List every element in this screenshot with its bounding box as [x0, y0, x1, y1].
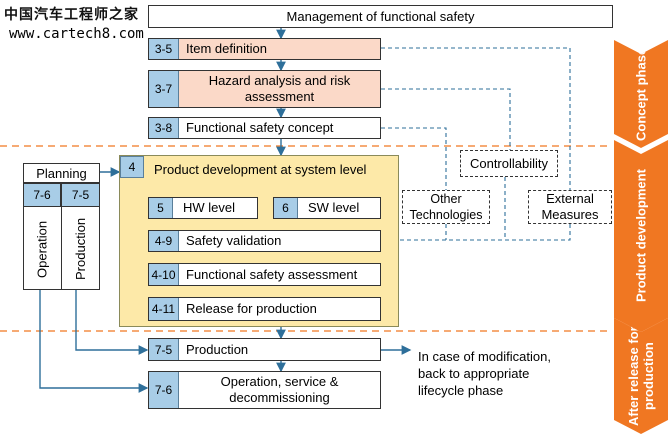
planning-production-label: Production	[73, 217, 88, 281]
clause-number: 5	[149, 198, 173, 218]
phase-product-label: Product development	[633, 169, 649, 303]
phase-concept-label: Concept phase	[633, 47, 649, 141]
box-label: Production	[186, 341, 249, 357]
planning-label: Planning	[36, 165, 87, 181]
controllability-box: Controllability	[460, 150, 558, 177]
planning-operation-label: Operation	[34, 220, 50, 278]
watermark-url: www.cartech8.com	[9, 26, 144, 42]
clause-number: 4-11	[149, 298, 179, 320]
hw-level-box: 5 HW level	[148, 197, 258, 219]
management-title: Management of functional safety	[286, 9, 475, 24]
watermark-logo: 中国汽车工程师之家	[4, 6, 139, 22]
box-label: Hazard analysis and risk assessment	[208, 73, 351, 104]
operation-box: 7-6 Operation, service & decommissioning	[148, 371, 381, 409]
box-label: Product development at system level	[154, 162, 367, 177]
clause-number: 4-9	[149, 231, 179, 251]
hazard-analysis-box: 3-7 Hazard analysis and risk assessment	[148, 70, 381, 108]
clause-number: 3-7	[149, 71, 179, 107]
phase-after-release: After release for production	[614, 318, 668, 434]
clause-number: 3-8	[149, 118, 179, 138]
phase-product-development: Product development	[614, 140, 668, 332]
box-label: Operation, service & decommissioning	[220, 374, 339, 405]
planning-col-divider	[61, 207, 62, 290]
other-technologies-box: Other Technologies	[402, 190, 490, 224]
box-label: HW level	[183, 200, 236, 215]
management-header: Management of functional safety	[148, 5, 613, 28]
planning-num-7-6: 7-6	[23, 183, 61, 207]
safety-validation-box: 4-9 Safety validation	[148, 230, 381, 252]
phase-after-label: After release for production	[626, 326, 656, 426]
release-box: 4-11 Release for production	[148, 297, 381, 321]
external-measures-box: External Measures	[528, 190, 612, 224]
clause-number: 6	[274, 198, 298, 218]
production-box: 7-5 Production	[148, 338, 381, 361]
external-measure-links	[379, 47, 571, 244]
clause-number: 7-6	[33, 188, 51, 202]
system-level-title: 4 Product development at system level	[119, 155, 399, 185]
clause-number: 4	[120, 156, 144, 178]
clause-number: 7-5	[71, 188, 90, 202]
box-label: Item definition	[186, 41, 267, 56]
fs-assessment-box: 4-10 Functional safety assessment	[148, 263, 381, 286]
phase-concept: Concept phase	[614, 40, 668, 148]
box-label: Release for production	[186, 301, 317, 316]
clause-number: 7-6	[149, 372, 179, 408]
item-definition-box: 3-5 Item definition	[148, 38, 381, 60]
box-label: Safety validation	[186, 233, 282, 248]
clause-number: 7-5	[149, 339, 179, 360]
planning-title: Planning	[23, 163, 100, 183]
box-label: SW level	[308, 200, 360, 215]
fs-concept-box: 3-8 Functional safety concept	[148, 117, 381, 139]
sw-level-box: 6 SW level	[273, 197, 381, 219]
planning-num-7-5: 7-5	[61, 183, 100, 207]
clause-number: 3-5	[149, 39, 179, 59]
main-flow-arrows	[39, 28, 412, 393]
clause-number: 4-10	[149, 264, 179, 285]
box-label: Functional safety concept	[186, 120, 334, 135]
modification-note-text: In case of modification, back to appropr…	[418, 349, 551, 398]
box-label: Functional safety assessment	[186, 266, 358, 282]
modification-note: In case of modification, back to appropr…	[418, 348, 568, 399]
